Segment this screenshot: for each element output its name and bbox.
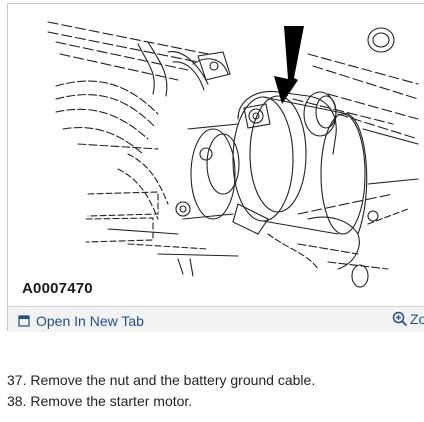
procedure-steps: 37. Remove the nut and the battery groun…	[7, 370, 417, 412]
zoom-in-icon	[392, 311, 408, 327]
starter-motor-illustration[interactable]	[8, 4, 424, 304]
step-38: 38. Remove the starter motor.	[7, 393, 193, 409]
zoom-label: Zo	[410, 311, 424, 327]
open-in-new-tab-link[interactable]: Open In New Tab	[18, 312, 144, 330]
open-in-new-tab-icon	[18, 315, 30, 327]
figure-toolbar: Open In New Tab Zo	[8, 306, 424, 332]
figure-id-label: A0007470	[22, 280, 93, 297]
arrow-pointer-icon	[274, 26, 304, 104]
step-37: 37. Remove the nut and the battery groun…	[7, 372, 316, 388]
open-in-new-tab-label: Open In New Tab	[36, 313, 144, 329]
zoom-button[interactable]: Zo	[392, 311, 424, 327]
figure-container: A0007470 Open In New Tab Zo	[7, 3, 424, 332]
